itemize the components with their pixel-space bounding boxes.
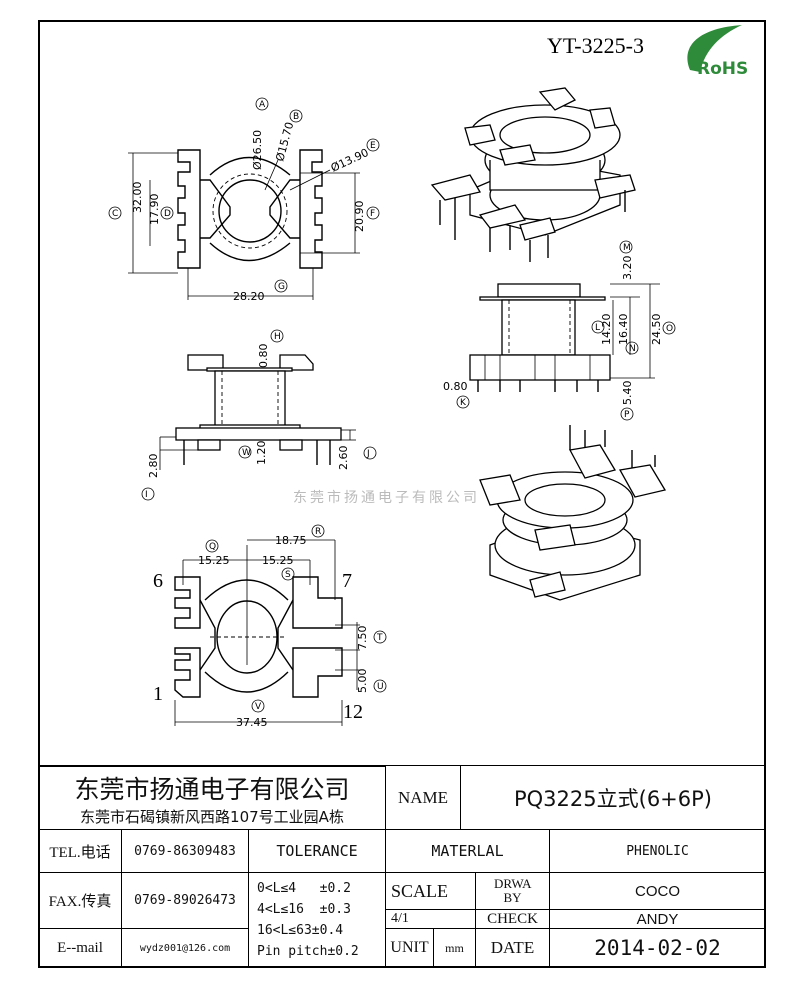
date-label: DATE bbox=[475, 928, 550, 968]
svg-text:Q: Q bbox=[209, 542, 216, 552]
svg-text:1.20: 1.20 bbox=[255, 441, 268, 466]
svg-text:A: A bbox=[259, 100, 266, 110]
svg-text:D: D bbox=[164, 209, 171, 219]
svg-text:6: 6 bbox=[153, 570, 163, 592]
scale-label: SCALE bbox=[385, 872, 476, 910]
drawn-by-value: COCO bbox=[549, 872, 766, 910]
isometric-view-bottom bbox=[479, 425, 667, 601]
svg-text:7: 7 bbox=[342, 570, 352, 592]
svg-text:S: S bbox=[285, 570, 291, 580]
material-label: MATERLAL bbox=[385, 829, 550, 873]
material-value: PHENOLIC bbox=[549, 829, 766, 873]
svg-text:H: H bbox=[274, 332, 281, 342]
name-label: NAME bbox=[385, 765, 461, 830]
company-name: 东莞市扬通电子有限公司 bbox=[74, 774, 350, 804]
svg-text:K: K bbox=[460, 398, 467, 408]
svg-text:7.50: 7.50 bbox=[356, 626, 369, 651]
svg-text:5.40: 5.40 bbox=[621, 381, 634, 406]
svg-text:U: U bbox=[377, 682, 384, 692]
check-value: ANDY bbox=[549, 909, 766, 929]
company-address: 东莞市石碣镇新风西路107号工业园A栋 bbox=[80, 807, 344, 826]
svg-text:G: G bbox=[278, 282, 285, 292]
svg-text:2.60: 2.60 bbox=[337, 446, 350, 471]
check-label: CHECK bbox=[475, 909, 550, 929]
svg-text:T: T bbox=[376, 633, 383, 643]
svg-text:RoHS: RoHS bbox=[697, 59, 748, 79]
scale-value: 4/1 bbox=[385, 909, 476, 929]
part-number: YT-3225-3 bbox=[547, 33, 644, 58]
svg-text:P: P bbox=[624, 410, 630, 420]
svg-text:3.20: 3.20 bbox=[621, 256, 634, 281]
tel-value: 0769-86309483 bbox=[121, 829, 249, 873]
svg-text:F: F bbox=[370, 209, 375, 219]
svg-text:37.45: 37.45 bbox=[236, 716, 268, 729]
svg-text:V: V bbox=[255, 702, 262, 712]
top-view: 32.00 17.90 20.90 28.20 Ø26.50 Ø15.70 Ø1… bbox=[108, 97, 380, 303]
tolerance-table: 0<L≤4 ±0.2 4<L≤16 ±0.3 16<L≤63±0.4 Pin p… bbox=[248, 872, 386, 968]
unit-value: mm bbox=[433, 928, 476, 968]
tolerance-row: 0<L≤4 ±0.2 bbox=[257, 881, 351, 896]
svg-text:Ø26.50: Ø26.50 bbox=[251, 130, 264, 170]
svg-text:28.20: 28.20 bbox=[233, 290, 265, 303]
tolerance-row: Pin pitch±0.2 bbox=[257, 944, 359, 959]
svg-text:0.80: 0.80 bbox=[257, 344, 270, 369]
svg-text:W: W bbox=[242, 448, 251, 458]
date-value: 2014-02-02 bbox=[549, 928, 766, 968]
part-name: PQ3225立式(6+6P) bbox=[460, 765, 766, 830]
side-view: 3.20 14.20 16.40 24.50 5.40 0.80 M L N O… bbox=[443, 240, 676, 421]
svg-text:16.40: 16.40 bbox=[617, 314, 630, 346]
svg-text:O: O bbox=[666, 324, 673, 334]
fax-label: FAX.传真 bbox=[38, 872, 122, 929]
bottom-view: 15.25 15.25 18.75 37.45 7.50 5.00 Q R S … bbox=[153, 524, 387, 729]
svg-text:M: M bbox=[623, 243, 631, 253]
svg-text:5.00: 5.00 bbox=[356, 669, 369, 694]
svg-text:20.90: 20.90 bbox=[353, 201, 366, 233]
svg-text:2.80: 2.80 bbox=[147, 454, 160, 479]
svg-text:I: I bbox=[145, 490, 148, 500]
svg-text:L: L bbox=[595, 323, 600, 333]
svg-text:Ø13.90: Ø13.90 bbox=[329, 146, 371, 175]
svg-text:18.75: 18.75 bbox=[275, 534, 307, 547]
svg-text:32.00: 32.00 bbox=[131, 182, 144, 214]
svg-text:15.25: 15.25 bbox=[198, 554, 230, 567]
svg-text:1: 1 bbox=[153, 683, 163, 705]
email-label: E--mail bbox=[38, 928, 122, 968]
rohs-logo: RoHS bbox=[687, 25, 748, 79]
isometric-view-top bbox=[430, 87, 636, 262]
svg-text:15.25: 15.25 bbox=[262, 554, 294, 567]
svg-text:17.90: 17.90 bbox=[148, 194, 161, 226]
drawn-by-label: DRWA BY bbox=[475, 872, 550, 910]
svg-text:24.50: 24.50 bbox=[650, 314, 663, 346]
watermark: 东莞市扬通电子有限公司 bbox=[293, 489, 480, 506]
tolerance-row: 16<L≤63±0.4 bbox=[257, 923, 344, 938]
company-cell: 东莞市扬通电子有限公司 东莞市石碣镇新风西路107号工业园A栋 bbox=[38, 765, 386, 830]
svg-text:N: N bbox=[629, 344, 636, 354]
svg-text:12: 12 bbox=[343, 701, 363, 723]
email-value: wydz001@126.com bbox=[121, 928, 249, 968]
svg-text:J: J bbox=[366, 449, 370, 459]
unit-label: UNIT bbox=[385, 928, 434, 968]
fax-value: 0769-89026473 bbox=[121, 872, 249, 929]
svg-text:0.80: 0.80 bbox=[443, 380, 468, 393]
svg-text:C: C bbox=[112, 209, 118, 219]
svg-text:B: B bbox=[293, 112, 299, 122]
svg-text:Ø15.70: Ø15.70 bbox=[273, 121, 296, 163]
front-view: 2.80 2.60 1.20 0.80 H W I J bbox=[141, 329, 377, 501]
tolerance-label: TOLERANCE bbox=[248, 829, 386, 873]
svg-text:14.20: 14.20 bbox=[600, 314, 613, 346]
tel-label: TEL.电话 bbox=[38, 829, 122, 873]
svg-text:E: E bbox=[370, 141, 376, 151]
tolerance-row: 4<L≤16 ±0.3 bbox=[257, 902, 351, 917]
svg-text:R: R bbox=[315, 527, 321, 537]
